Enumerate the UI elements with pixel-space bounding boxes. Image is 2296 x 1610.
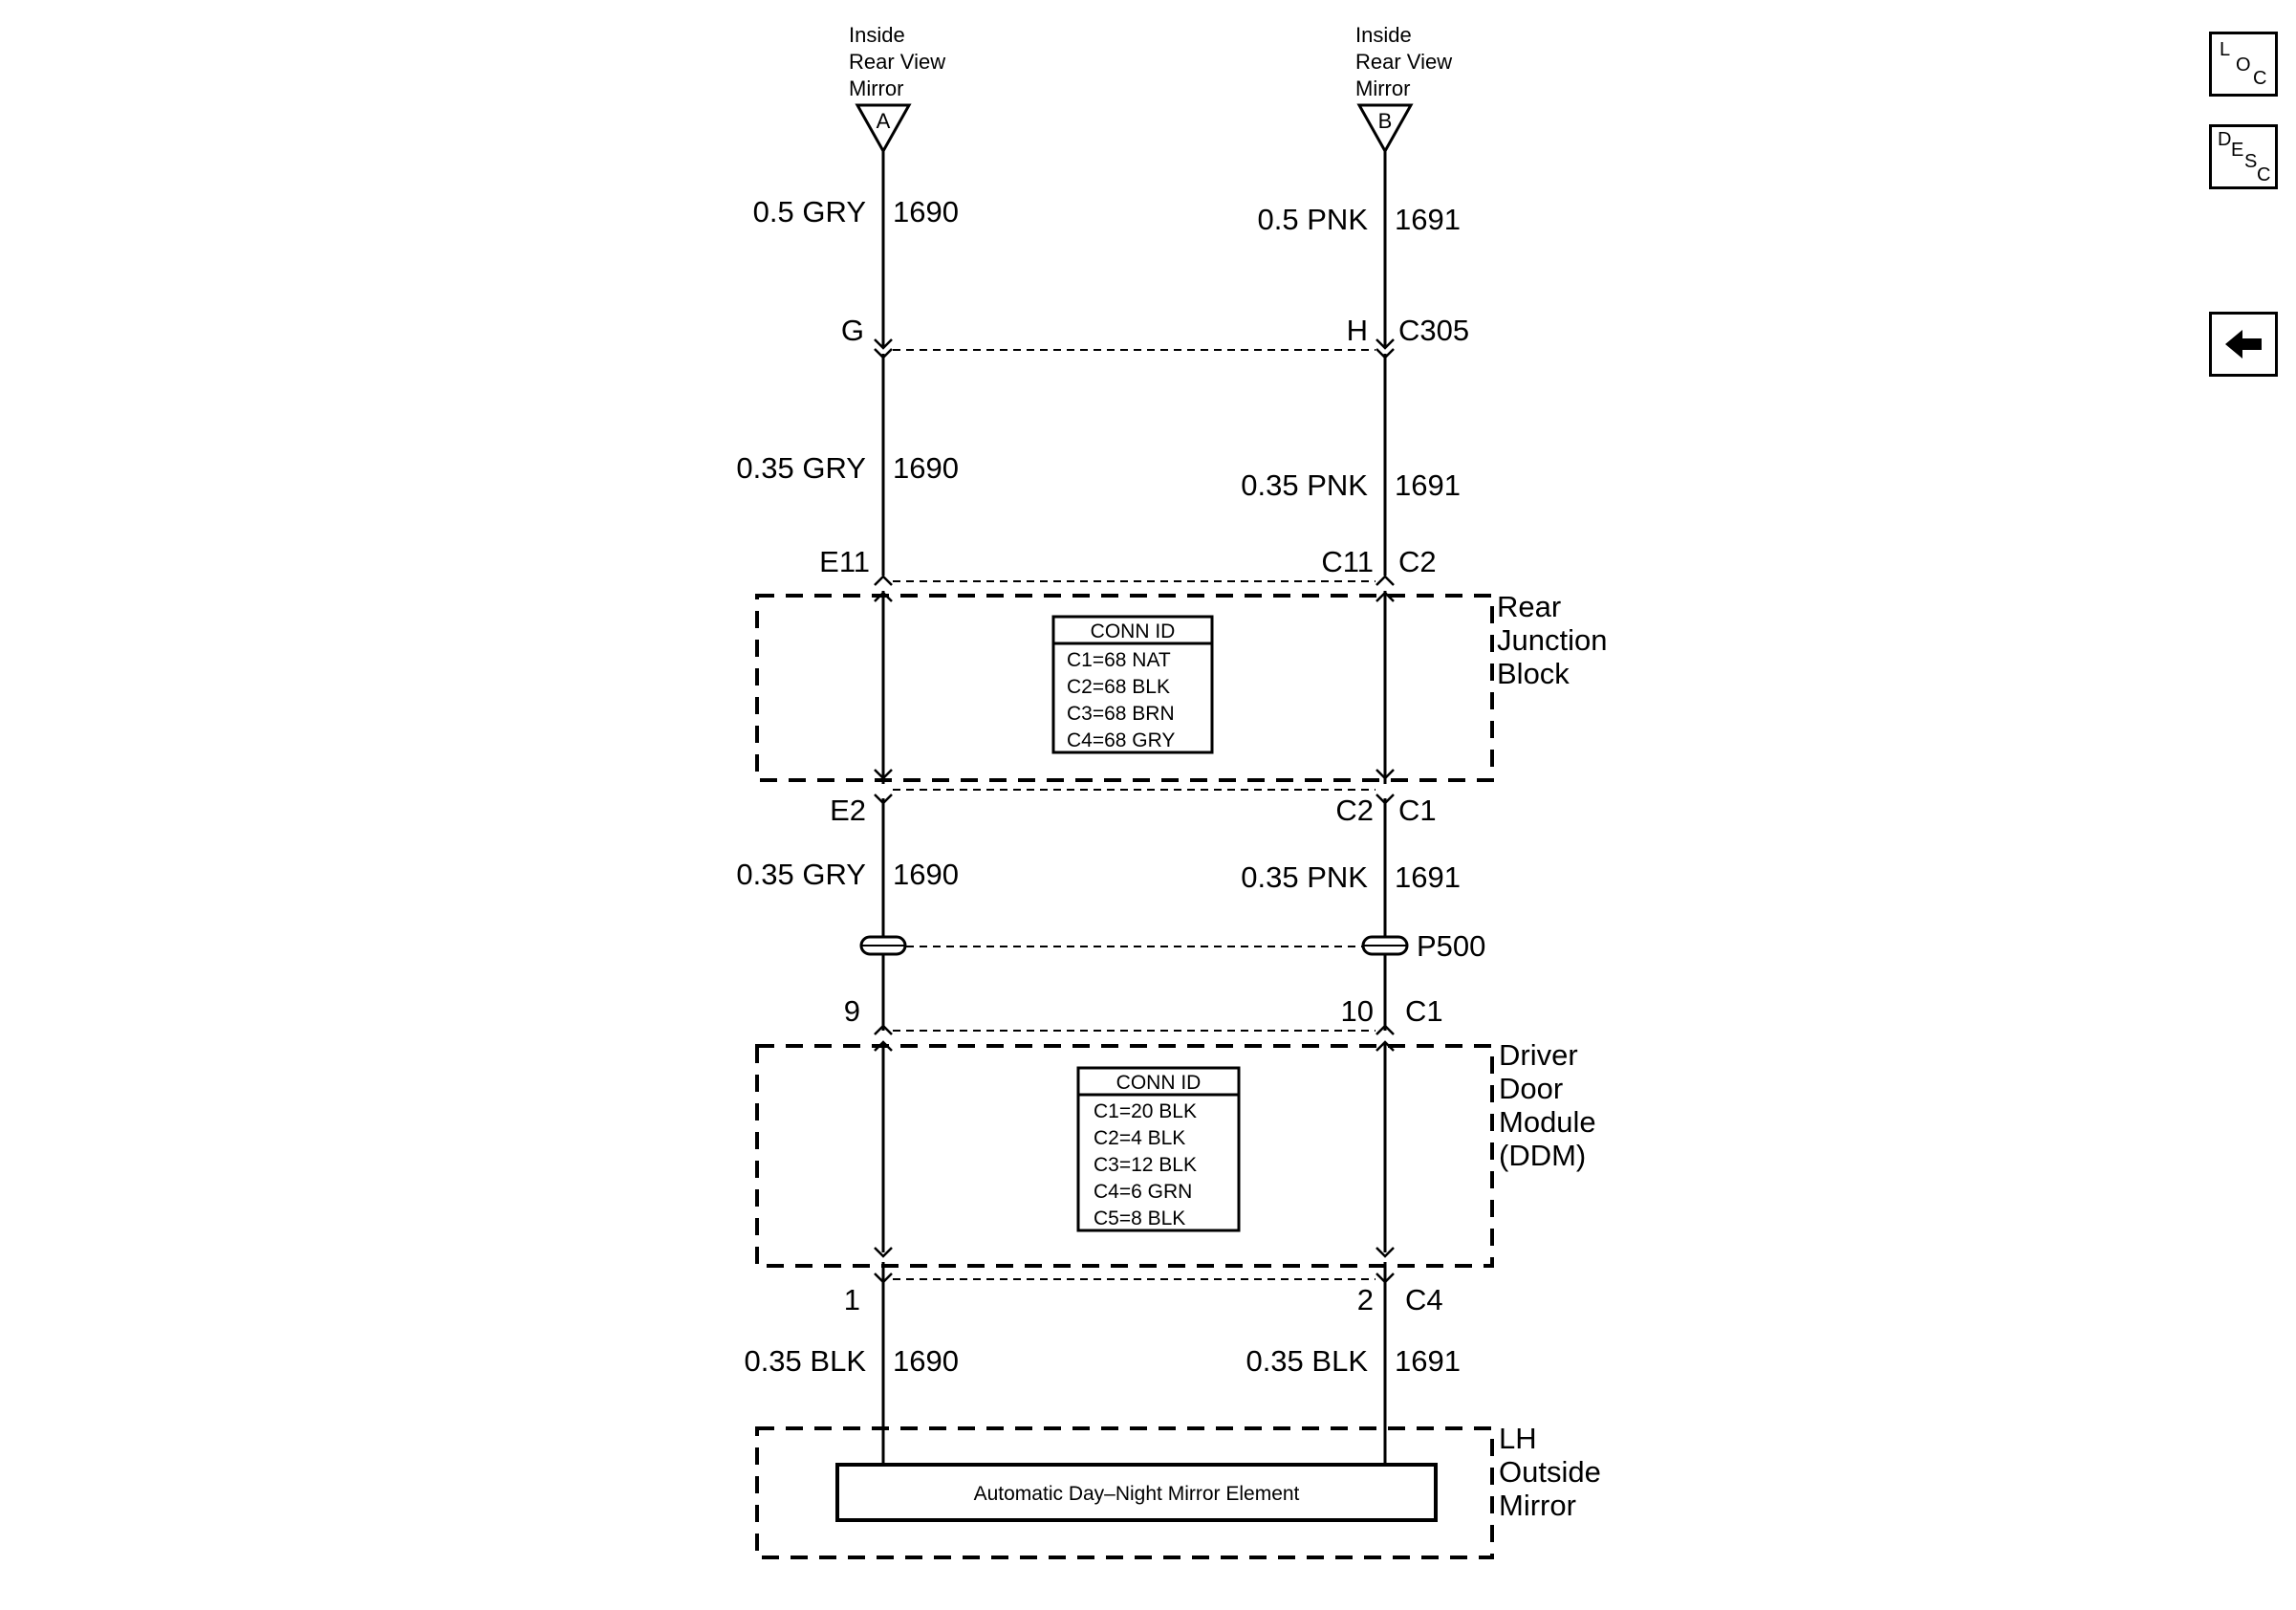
ddm-conn-id-row: C5=8 BLK	[1094, 1208, 1185, 1229]
seg1-left-color: 0.5 GRY	[753, 195, 866, 228]
mirror-element-label: Automatic Day–Night Mirror Element	[974, 1483, 1300, 1505]
rjb-conn-id-row: C2=68 BLK	[1067, 676, 1170, 698]
rjb-bottom-name: C1	[1398, 794, 1437, 827]
mirror-name-line1: LH	[1499, 1422, 1537, 1455]
rjb-conn-id-row: C4=68 GRY	[1067, 729, 1175, 751]
left-arrow-icon	[2225, 330, 2262, 359]
splice-name: P500	[1417, 929, 1485, 963]
top-connector-b: Inside Rear View Mirror B	[1355, 23, 1452, 155]
seg4-left-color: 0.35 BLK	[744, 1344, 866, 1378]
ddm-conn-id-row: C3=12 BLK	[1094, 1154, 1197, 1176]
connector-pin-symbols	[874, 338, 1395, 1284]
connector-a-label-line3: Mirror	[849, 76, 903, 100]
desc-letter-s: S	[2244, 151, 2258, 172]
desc-letter-e: E	[2231, 140, 2244, 161]
connector-a-label-line2: Rear View	[849, 50, 945, 74]
seg2-right-circuit: 1691	[1395, 468, 1461, 502]
connector-b-label-line2: Rear View	[1355, 50, 1452, 74]
back-button[interactable]	[2209, 312, 2278, 377]
ddm-bottom-right-pin: 2	[1357, 1283, 1374, 1316]
seg4-right-color: 0.35 BLK	[1245, 1344, 1368, 1378]
connector-b-label-line3: Mirror	[1355, 76, 1410, 100]
connector-b-label-line1: Inside	[1355, 23, 1412, 47]
ddm-conn-id-row: C2=4 BLK	[1094, 1127, 1185, 1149]
ddm-name-line1: Driver	[1499, 1038, 1578, 1072]
connector-a-label-line1: Inside	[849, 23, 905, 47]
loc-button[interactable]: L O C	[2209, 32, 2278, 97]
mirror-outline	[755, 1426, 1494, 1559]
pin-labels: G H C305 E11 C11 C2 E2 C2 C1 9 10 C1 1 2…	[819, 314, 1469, 1316]
rjb-top-right-pin: C11	[1321, 545, 1374, 578]
ddm-conn-id-title: CONN ID	[1116, 1072, 1202, 1094]
ddm-top-right-pin: 10	[1341, 994, 1374, 1028]
seg2-right-color: 0.35 PNK	[1241, 468, 1368, 502]
seg4-right-circuit: 1691	[1395, 1344, 1461, 1378]
rjb-conn-id-row: C1=68 NAT	[1067, 649, 1171, 671]
driver-door-module: Driver Door Module (DDM) CONN ID C1=20 B…	[755, 1038, 1596, 1268]
ddm-conn-id-row: C4=6 GRN	[1094, 1181, 1192, 1203]
desc-letter-c: C	[2257, 164, 2271, 185]
top-connector-a: Inside Rear View Mirror A	[849, 23, 945, 155]
rjb-top-name: C2	[1398, 545, 1437, 578]
ddm-conn-id-row: C1=20 BLK	[1094, 1100, 1197, 1122]
ddm-top-left-pin: 9	[844, 994, 860, 1028]
seg2-left-color: 0.35 GRY	[736, 451, 866, 485]
connector-b-letter: B	[1378, 109, 1393, 133]
c305-left-pin: G	[841, 314, 864, 347]
rjb-name-line3: Block	[1497, 657, 1570, 690]
rjb-conn-id-title: CONN ID	[1091, 620, 1176, 642]
ddm-bottom-left-pin: 1	[844, 1283, 860, 1316]
ddm-outline	[755, 1044, 1494, 1268]
connector-a-triangle-icon	[855, 103, 912, 155]
mirror-name-line2: Outside	[1499, 1455, 1601, 1489]
loc-letter-c: C	[2253, 68, 2267, 89]
c305-right-pin: H	[1347, 314, 1368, 347]
seg3-right-circuit: 1691	[1395, 860, 1461, 894]
splice-p500: P500	[859, 929, 1485, 963]
wire-labels: 0.5 GRY 1690 0.5 PNK 1691 0.35 GRY 1690 …	[736, 195, 1461, 1378]
mirror-element-box	[835, 1463, 1438, 1522]
seg3-left-circuit: 1690	[893, 858, 959, 891]
rjb-conn-id-row: C3=68 BRN	[1067, 703, 1175, 725]
ddm-name-line3: Module	[1499, 1105, 1596, 1139]
rjb-bottom-right-pin: C2	[1335, 794, 1374, 827]
rear-junction-block: Rear Junction Block CONN ID C1=68 NAT C2…	[755, 590, 1607, 782]
rjb-conn-id-table	[1051, 615, 1214, 754]
loc-letter-l: L	[2220, 39, 2231, 60]
c305-name: C305	[1398, 314, 1469, 347]
loc-letter-o: O	[2236, 54, 2251, 76]
desc-letter-d: D	[2218, 129, 2232, 150]
seg1-right-circuit: 1691	[1395, 203, 1461, 236]
desc-button[interactable]: D E S C	[2209, 124, 2278, 189]
connector-b-triangle-icon	[1356, 103, 1414, 155]
seg1-right-color: 0.5 PNK	[1258, 203, 1369, 236]
lh-outside-mirror: LH Outside Mirror Automatic Day–Night Mi…	[755, 1422, 1601, 1559]
rjb-name-line2: Junction	[1497, 623, 1607, 657]
rjb-bottom-left-pin: E2	[830, 794, 866, 827]
rjb-top-left-pin: E11	[819, 545, 870, 578]
connector-dashed-lines	[893, 349, 1375, 1280]
seg3-left-color: 0.35 GRY	[736, 858, 866, 891]
ddm-top-name: C1	[1405, 994, 1443, 1028]
ddm-name-line2: Door	[1499, 1072, 1563, 1105]
mirror-name-line3: Mirror	[1499, 1489, 1576, 1522]
seg4-left-circuit: 1690	[893, 1344, 959, 1378]
seg2-left-circuit: 1690	[893, 451, 959, 485]
ddm-bottom-name: C4	[1405, 1283, 1443, 1316]
rjb-name-line1: Rear	[1497, 590, 1561, 623]
seg3-right-color: 0.35 PNK	[1241, 860, 1368, 894]
connector-a-letter: A	[877, 109, 891, 133]
ddm-name-line4: (DDM)	[1499, 1139, 1586, 1172]
seg1-left-circuit: 1690	[893, 195, 959, 228]
